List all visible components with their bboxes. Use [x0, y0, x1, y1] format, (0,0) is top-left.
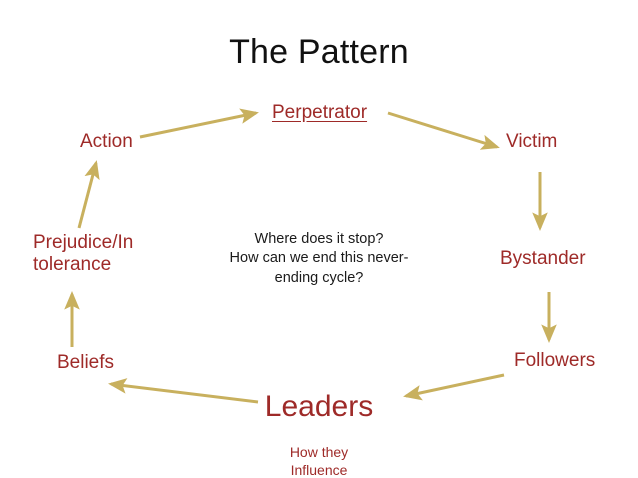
node-leaders-subtitle: How they Influence	[289, 444, 349, 478]
node-victim: Victim	[506, 131, 558, 152]
node-leaders: Leaders How they Influence	[0, 372, 638, 478]
arrow-perpetrator-to-victim	[387, 111, 500, 150]
node-perpetrator: Perpetrator	[272, 102, 368, 123]
node-action: Action	[80, 131, 133, 152]
node-followers: Followers	[514, 350, 596, 371]
center-question-text: Where does it stop? How can we end this …	[229, 231, 409, 286]
page-title: The Pattern	[229, 33, 409, 71]
node-beliefs: Beliefs	[57, 352, 115, 373]
node-prejudice-intolerance: Prejudice/In tolerance	[33, 232, 134, 276]
node-bystander: Bystander	[500, 248, 586, 269]
node-leaders-label: Leaders	[264, 389, 374, 423]
arrow-action-to-perpetrator	[139, 108, 259, 139]
arrow-prejudice-to-action	[77, 160, 100, 229]
